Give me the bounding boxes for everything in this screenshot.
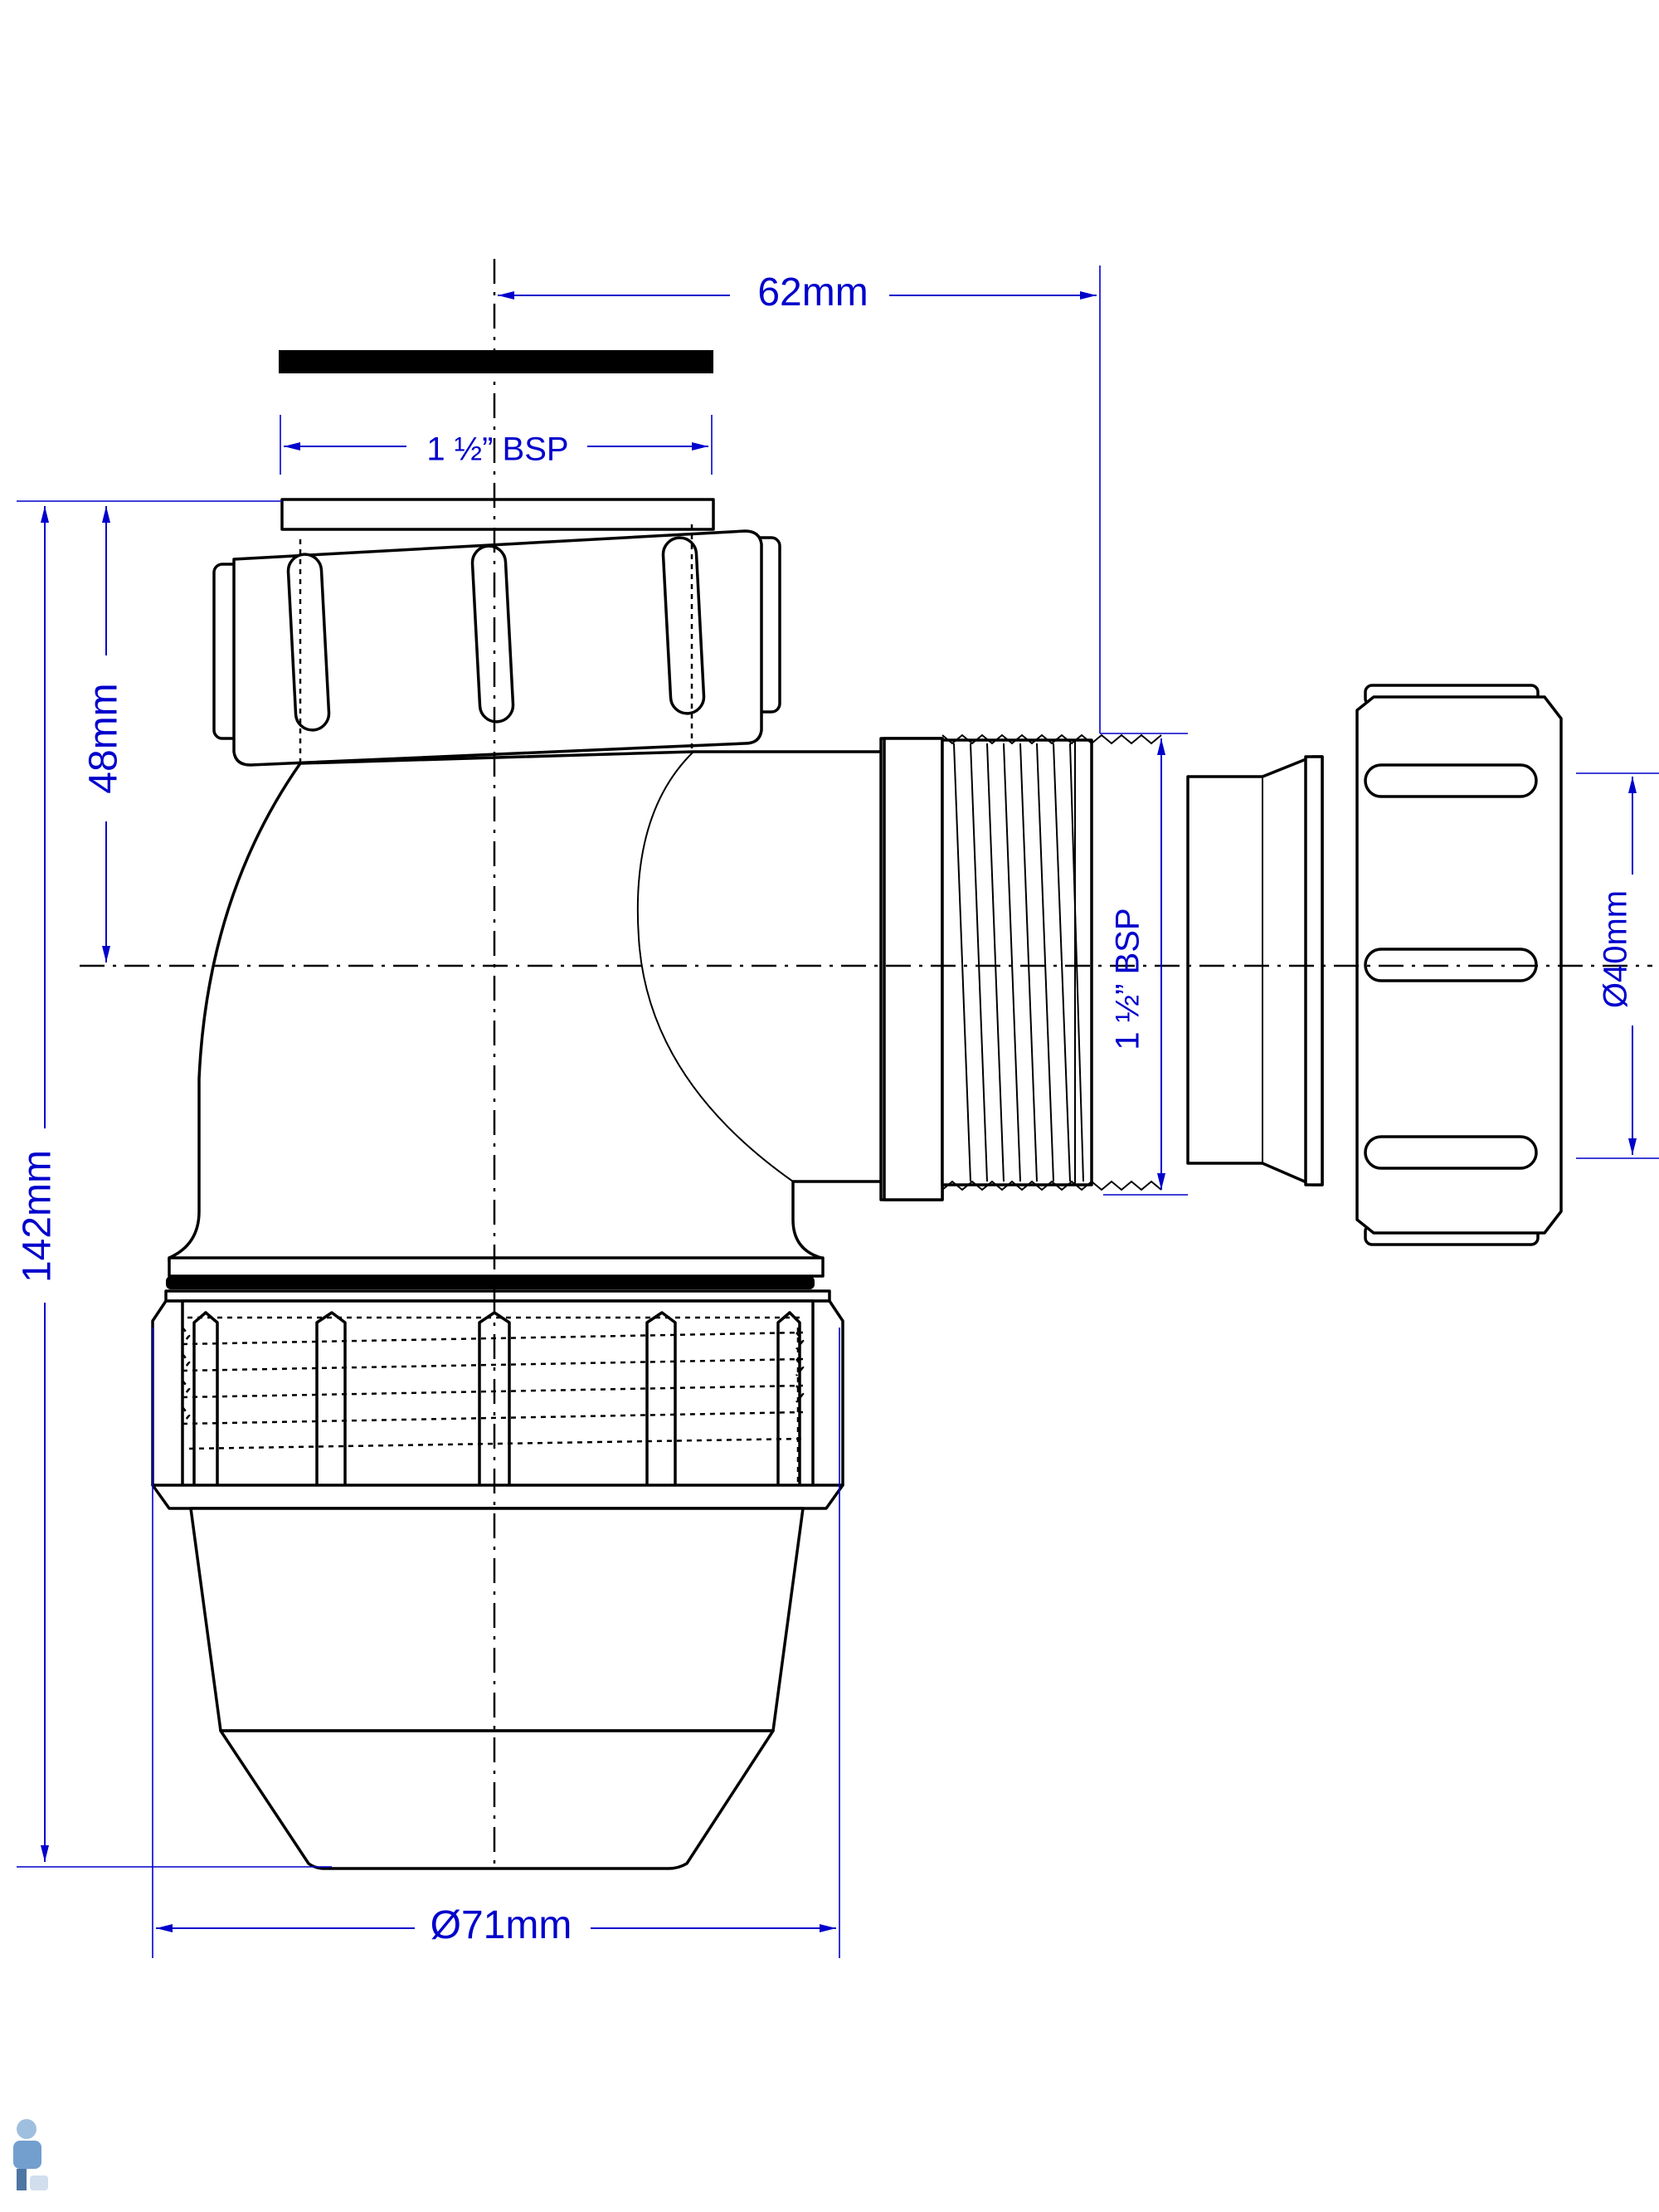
dimension-body-diameter: Ø71mm bbox=[152, 1328, 840, 1958]
dimension-outlet-diameter: Ø40mm bbox=[1576, 772, 1659, 1159]
label-142mm: 142mm bbox=[16, 1150, 60, 1283]
plumber-mascot-icon bbox=[13, 2119, 48, 2190]
dimension-offset-62mm: 62mm bbox=[498, 266, 1188, 734]
top-flange-washer bbox=[280, 498, 715, 531]
dimension-total-142mm: 142mm bbox=[16, 506, 332, 1868]
label-top-bsp: 1 ½” BSP bbox=[426, 431, 568, 468]
dimension-side-thread: 1 ½” BSP bbox=[1103, 738, 1188, 1196]
dimension-top-thread: 1 ½” BSP bbox=[280, 415, 713, 475]
label-40mm: Ø40mm bbox=[1598, 890, 1634, 1008]
label-62mm: 62mm bbox=[757, 270, 868, 314]
label-48mm: 48mm bbox=[82, 683, 126, 793]
center-lines bbox=[80, 259, 1652, 1867]
body-base-flange bbox=[166, 1256, 825, 1289]
trap-body bbox=[168, 737, 944, 1263]
bottom-threaded-cap bbox=[151, 1289, 844, 1870]
compression-cone-washer bbox=[1186, 755, 1324, 1186]
threaded-outlet bbox=[941, 733, 1162, 1191]
label-side-bsp: 1 ½” BSP bbox=[1110, 908, 1146, 1050]
label-71mm: Ø71mm bbox=[431, 1903, 572, 1947]
top-coupling-nut bbox=[212, 524, 781, 767]
top-black-gasket bbox=[279, 350, 713, 373]
dimension-upper-48mm: 48mm bbox=[17, 500, 282, 962]
